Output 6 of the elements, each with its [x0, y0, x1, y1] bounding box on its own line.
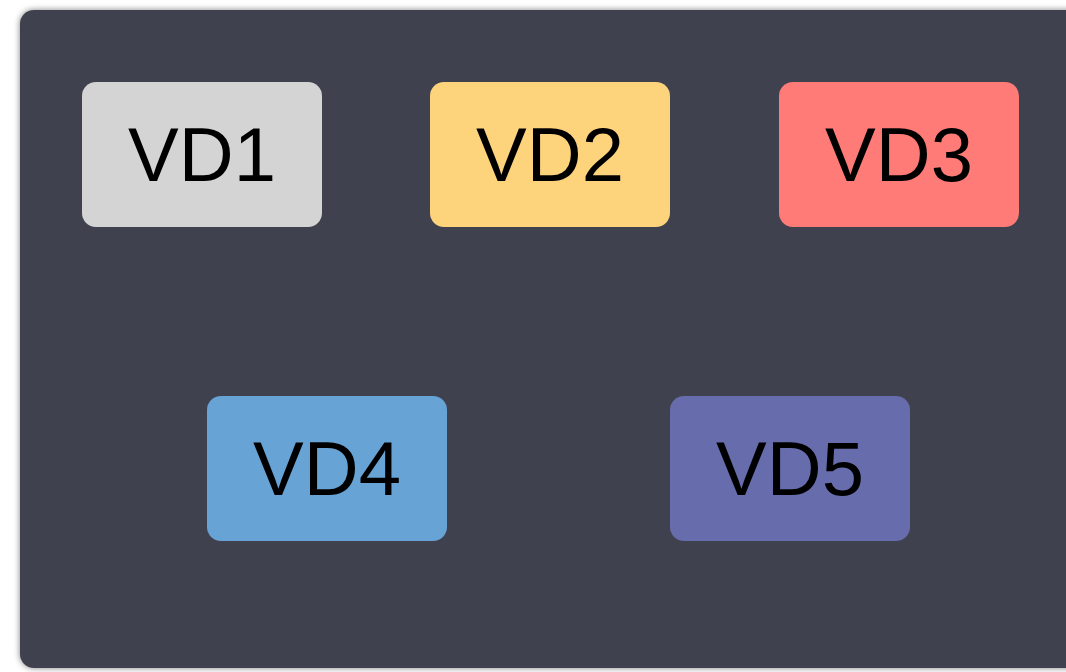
label-box: VD4 — [207, 396, 447, 541]
label-box: VD3 — [779, 82, 1019, 227]
label-box: VD1 — [82, 82, 322, 227]
panel-background — [20, 10, 1066, 668]
label-box: VD5 — [670, 396, 910, 541]
label-box: VD2 — [430, 82, 670, 227]
